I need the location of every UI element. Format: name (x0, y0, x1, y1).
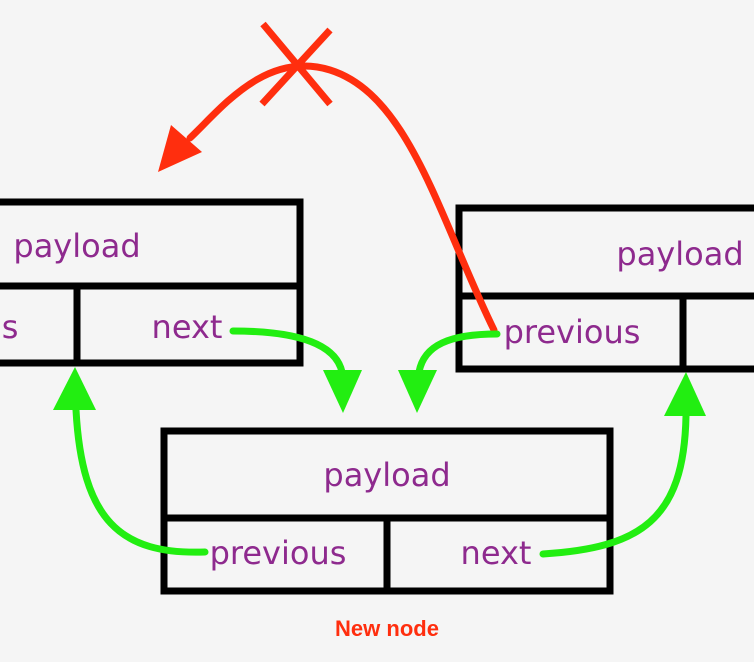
left-next-to-new-arrowhead (323, 370, 362, 413)
left-node-previous-label: previous (0, 308, 18, 346)
cross-out-x-icon (259, 21, 333, 107)
new-next-to-right-curve (539, 412, 690, 558)
right-previous-to-new-link (398, 330, 501, 413)
removed-link-arrowhead (158, 125, 202, 172)
right-node-next-cell (679, 292, 754, 373)
right-node-previous-label: previous (504, 313, 641, 351)
right-node-payload-label: payload (616, 235, 743, 273)
new-previous-to-left-link (53, 367, 209, 556)
new-node-next-label: next (461, 534, 532, 572)
new-previous-to-left-arrowhead (53, 367, 96, 410)
new-next-to-right-link (539, 372, 706, 558)
new-next-to-right-arrowhead (664, 372, 706, 416)
right-previous-to-new-curve (415, 330, 501, 376)
new-node: payload previous next (160, 427, 614, 595)
right-node: payload previous (455, 204, 754, 373)
removed-previous-link (158, 21, 498, 334)
new-node-payload-label: payload (323, 456, 450, 494)
left-next-to-new-link (229, 327, 362, 413)
new-previous-to-left-curve (72, 406, 209, 556)
right-previous-to-new-arrowhead (398, 370, 437, 413)
left-node-next-label: next (152, 308, 223, 346)
left-next-to-new-curve (229, 327, 346, 376)
new-node-caption: New node (335, 616, 439, 641)
left-node-payload-label: payload (13, 227, 140, 265)
left-node-next-cell (73, 282, 304, 367)
removed-link-curve (186, 62, 498, 334)
new-node-previous-label: previous (210, 534, 347, 572)
left-node: payload previous next (0, 198, 304, 367)
new-node-next-cell (383, 514, 614, 595)
